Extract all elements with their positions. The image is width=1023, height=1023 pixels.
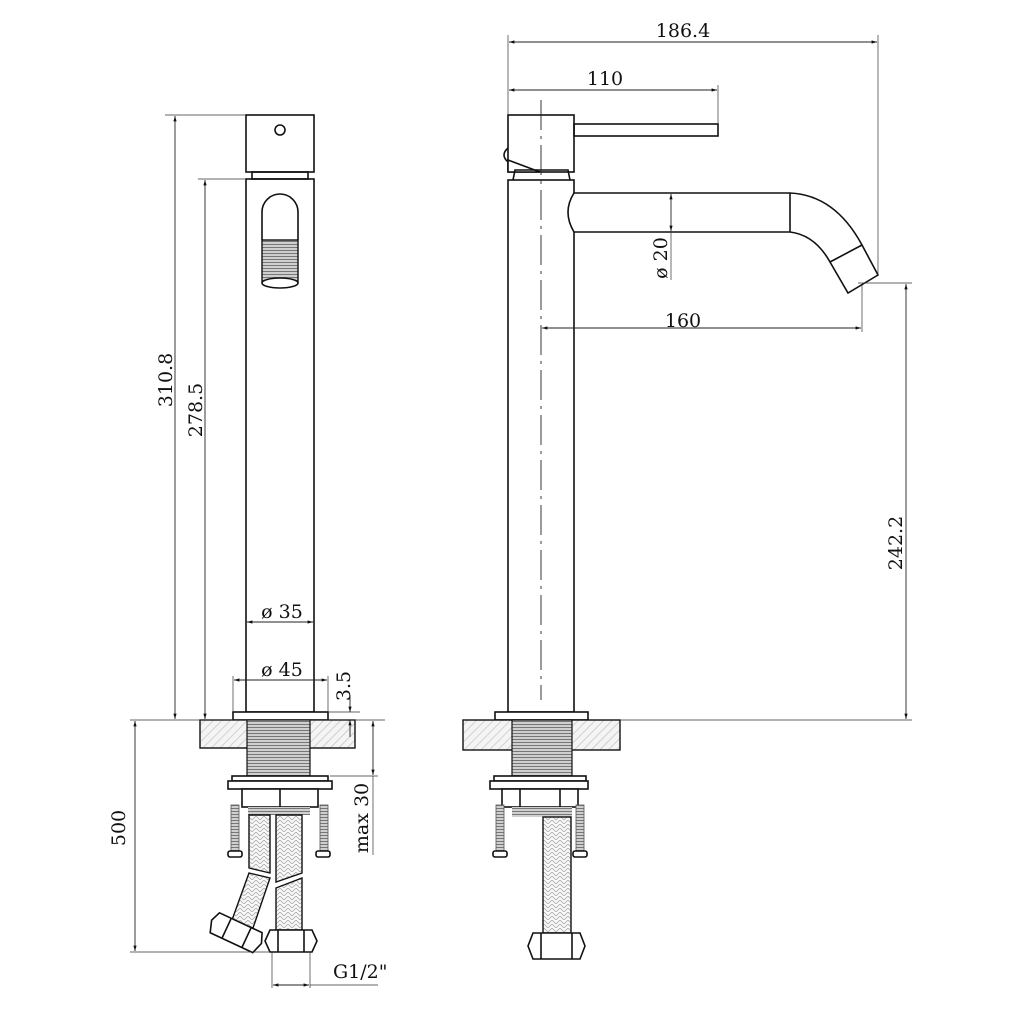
front-base-flange xyxy=(232,711,329,721)
front-hose-left-lower xyxy=(231,872,271,929)
aerator-outlet xyxy=(261,277,299,289)
base-diameter-label: ø 45 xyxy=(261,659,303,681)
side-view xyxy=(462,100,880,960)
side-mounting-stud-right xyxy=(575,804,585,854)
connection-thread-label: G1/2" xyxy=(333,961,388,983)
lever-reach-label: 110 xyxy=(587,68,623,90)
side-base-flange xyxy=(494,711,589,721)
spout-diameter-label: ø 20 xyxy=(650,237,672,279)
side-mounting-stud-left xyxy=(495,804,505,854)
front-threaded-shank xyxy=(246,719,311,777)
aerator xyxy=(261,239,299,283)
side-fixing-nut xyxy=(501,788,579,808)
body-diameter-label: ø 35 xyxy=(261,601,303,623)
front-shank-end xyxy=(248,807,310,815)
base-thickness-label: 3.5 xyxy=(333,671,355,701)
side-hose xyxy=(542,816,572,934)
side-hex-nut xyxy=(527,932,586,960)
body-height-label: 278.5 xyxy=(185,383,207,437)
overall-width-label: 186.4 xyxy=(656,20,710,42)
side-indicator xyxy=(503,147,509,163)
lever xyxy=(573,123,719,137)
front-handle-head xyxy=(245,114,315,173)
front-view xyxy=(199,114,356,954)
spout-opening xyxy=(261,193,299,240)
front-indicator-hole xyxy=(274,124,286,136)
front-hose-right-lower xyxy=(275,876,303,931)
front-hex-nut-left xyxy=(209,911,263,954)
front-mounting-stud-right xyxy=(319,804,329,854)
front-hex-nut-right xyxy=(264,929,318,953)
max-counter-thickness-label: max 30 xyxy=(351,783,373,853)
front-dimensions: 310.8 278.5 ø 35 ø 45 3.5 500 max 30 G1/… xyxy=(108,114,388,988)
total-height-label: 310.8 xyxy=(155,353,177,407)
front-hose-right-upper xyxy=(275,814,303,883)
front-hose-left-upper xyxy=(248,814,271,874)
hose-length-label: 500 xyxy=(108,810,130,846)
side-dimensions: 186.4 110 160 ø 20 242.2 xyxy=(507,20,912,721)
side-threaded-shank xyxy=(511,719,573,777)
spout-reach-label: 160 xyxy=(665,310,701,332)
side-washer xyxy=(489,780,589,790)
front-neck xyxy=(251,171,309,180)
front-washer xyxy=(227,780,333,790)
front-mounting-stud-left xyxy=(230,804,240,854)
side-shank-end xyxy=(512,807,572,817)
outlet-height-label: 242.2 xyxy=(885,516,907,570)
spout xyxy=(567,192,880,295)
